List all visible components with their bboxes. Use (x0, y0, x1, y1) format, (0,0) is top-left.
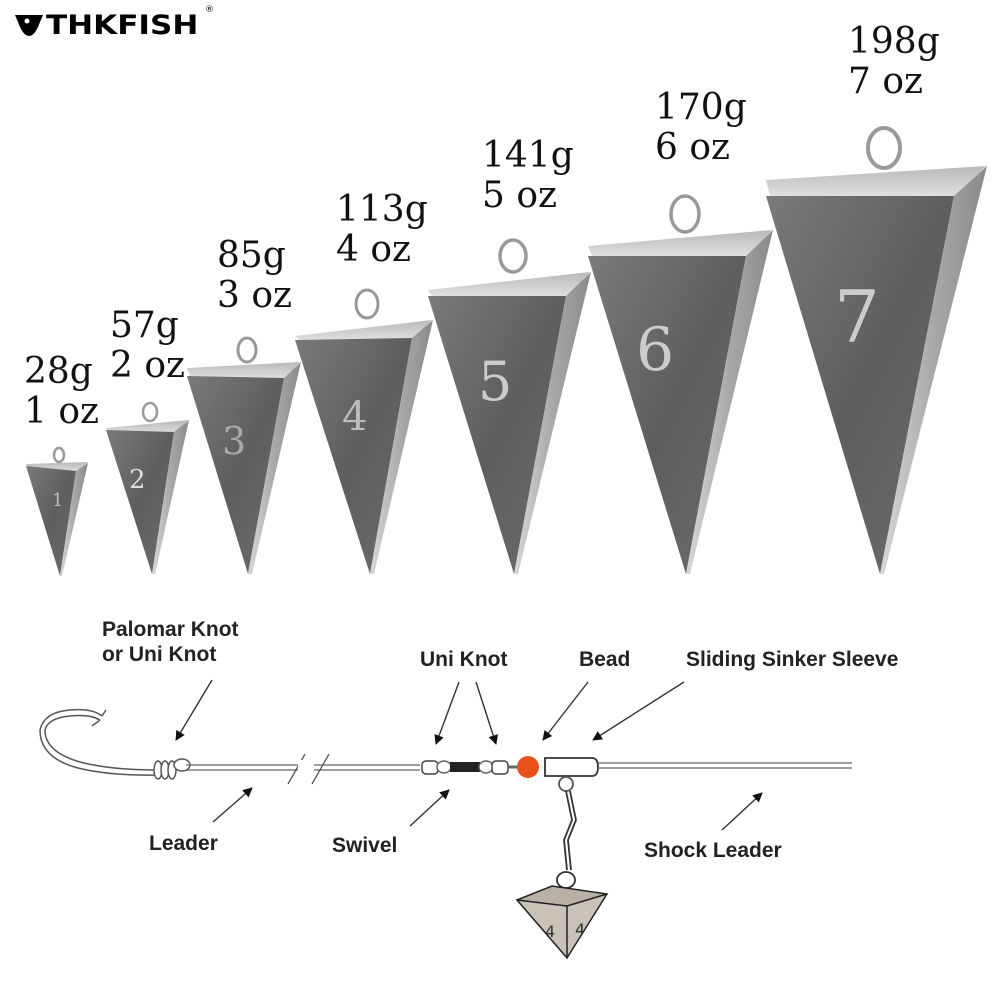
grams-value: 170g (655, 87, 747, 128)
pyramid-sinker-6: 6 (588, 194, 773, 574)
line-break-mark (287, 753, 330, 785)
grams-value: 113g (336, 189, 428, 230)
swivel-icon (421, 760, 509, 775)
sinker-number: 6 (636, 315, 674, 385)
weight-label-1: 28g 1 oz (24, 352, 99, 432)
arrow-sliding-sinker-sleeve (592, 681, 685, 741)
label-leader: Leader (149, 832, 218, 855)
sinker-lineup: 1 2 3 4 5 6 (26, 126, 987, 576)
mini-pyramid-sinker-icon: 4 4 (515, 885, 609, 960)
weight-label-5: 141g 5 oz (482, 136, 574, 216)
sinker-number: 1 (52, 490, 63, 511)
weight-label-3: 85g 3 oz (217, 236, 292, 316)
eyelet-icon (498, 238, 528, 274)
pyramid-sinker-5: 5 (428, 238, 591, 574)
arrow-bead (542, 681, 589, 741)
ounces-value: 2 oz (110, 345, 185, 386)
brand-logo: THKFISH (14, 8, 198, 42)
weight-label-6: 170g 6 oz (655, 88, 747, 168)
label-sliding-sinker-sleeve: Sliding Sinker Sleeve (686, 648, 899, 671)
bead-icon (517, 756, 539, 778)
sinker-number: 7 (834, 275, 880, 359)
label-shock-leader: Shock Leader (644, 839, 782, 862)
ounces-value: 5 oz (482, 175, 557, 216)
registered-mark: ® (205, 5, 214, 15)
snap-connector-icon (556, 790, 577, 889)
sinker-number: 3 (222, 419, 246, 463)
arrow-palomar-knot (175, 679, 213, 741)
brand-name: THKFISH (46, 9, 199, 41)
ounces-value: 6 oz (655, 127, 730, 168)
weight-label-4: 113g 4 oz (336, 190, 428, 270)
arrow-shock-leader (721, 792, 763, 831)
eyelet-icon (669, 194, 701, 234)
grams-value: 85g (217, 235, 286, 276)
ounces-value: 4 oz (336, 229, 411, 270)
arrow-leader (212, 787, 253, 823)
arrow-uni-knot-left (434, 681, 460, 745)
eyelet-icon (141, 401, 159, 423)
ounces-value: 1 oz (24, 391, 99, 432)
grams-value: 198g (848, 21, 940, 62)
eyelet-icon (52, 446, 66, 464)
eyelet-icon (236, 336, 258, 364)
pyramid-sinker-3: 3 (187, 336, 301, 574)
weight-label-2: 57g 2 oz (110, 306, 185, 386)
ounces-value: 3 oz (217, 275, 292, 316)
hook-icon (39, 708, 161, 776)
sinker-number: 2 (129, 465, 146, 495)
grams-value: 28g (24, 351, 93, 392)
pyramid-sinker-1: 1 (26, 446, 88, 576)
palomar-knot-icon (153, 758, 191, 780)
pyramid-sinker-7: 7 (766, 126, 987, 574)
eyelet-icon (866, 126, 902, 170)
eyelet-icon (354, 288, 380, 320)
label-palomar-knot: Palomar Knot or Uni Knot (102, 618, 239, 666)
shock-leader-line (598, 762, 852, 769)
label-bead: Bead (579, 648, 631, 671)
grams-value: 57g (110, 305, 179, 346)
label-uni-knot: Uni Knot (420, 648, 508, 671)
svg-text:4: 4 (545, 922, 555, 941)
pyramid-sinker-4: 4 (295, 288, 433, 574)
fish-tail-logo-icon (15, 15, 43, 36)
sinker-number: 4 (342, 394, 367, 440)
sinker-number: 5 (478, 350, 512, 413)
ounces-value: 7 oz (848, 61, 923, 102)
svg-text:4: 4 (575, 920, 585, 939)
pyramid-sinker-2: 2 (106, 401, 189, 574)
label-swivel: Swivel (332, 834, 398, 857)
arrow-swivel (409, 789, 450, 827)
grams-value: 141g (482, 135, 574, 176)
arrow-uni-knot-right (475, 681, 498, 745)
weight-label-7: 198g 7 oz (848, 22, 940, 102)
sliding-sinker-sleeve-icon (544, 757, 599, 792)
